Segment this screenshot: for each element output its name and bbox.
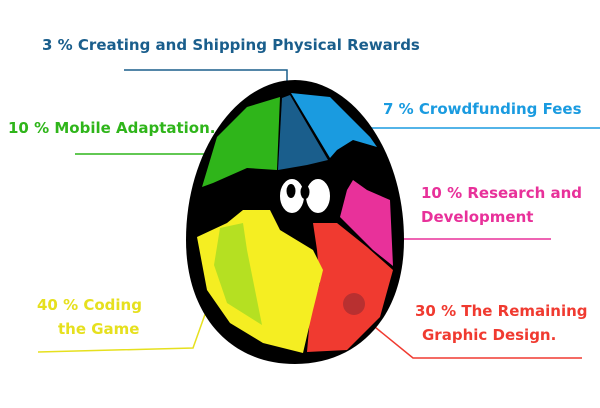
slice-rewards	[278, 95, 328, 170]
label-fees: 7 % Crowdfunding Fees	[383, 97, 582, 121]
label-mobile-text: 10 % Mobile Adaptation.	[8, 119, 216, 137]
slice-research	[340, 180, 393, 266]
leader-line-graphic	[369, 322, 582, 359]
eyes-icon	[278, 177, 332, 215]
slice-fees	[291, 93, 377, 158]
label-graphic: 30 % The Remaining Graphic Design.	[415, 299, 588, 347]
label-graphic-line2: Graphic Design.	[422, 326, 557, 344]
label-coding-line1: 40 % Coding	[37, 296, 142, 314]
label-coding: 40 % Coding the Game	[37, 293, 142, 341]
slice-graphic	[307, 223, 393, 352]
label-rewards-text: 3 % Creating and Shipping Physical Rewar…	[42, 36, 420, 54]
label-research-line2: Development	[421, 208, 534, 226]
slice-mobile	[202, 97, 280, 187]
spot-icon	[343, 293, 365, 315]
label-research: 10 % Research and Development	[421, 181, 582, 229]
label-graphic-line1: 30 % The Remaining	[415, 302, 588, 320]
label-rewards: 3 % Creating and Shipping Physical Rewar…	[42, 33, 420, 57]
label-coding-line2: the Game	[58, 320, 140, 338]
slice-coding-highlight	[214, 223, 262, 325]
label-fees-text: 7 % Crowdfunding Fees	[383, 100, 582, 118]
label-research-line1: 10 % Research and	[421, 184, 583, 202]
label-mobile: 10 % Mobile Adaptation.	[8, 116, 216, 140]
